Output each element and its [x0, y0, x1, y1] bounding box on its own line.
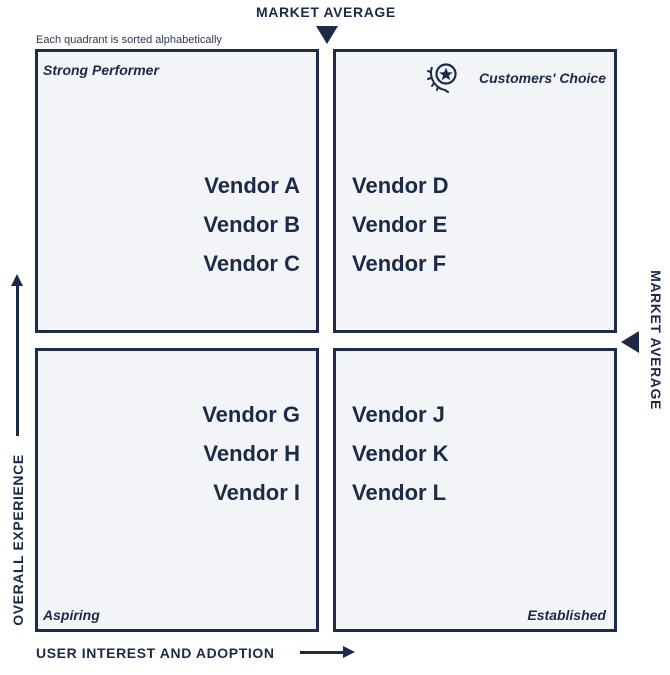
- quadrant-label: Customers' Choice: [478, 70, 606, 86]
- y-axis-arrow-icon: [11, 274, 23, 286]
- vendor-list: Vendor J Vendor K Vendor L: [352, 395, 449, 512]
- quadrant-strong-performer: Strong Performer Vendor A Vendor B Vendo…: [35, 49, 319, 333]
- vendor-name: Vendor A: [204, 173, 300, 198]
- vendor-list: Vendor G Vendor H Vendor I: [202, 395, 300, 512]
- vendor-name: Vendor B: [203, 212, 300, 237]
- vendor-name: Vendor C: [203, 251, 300, 276]
- market-average-right-marker: [621, 331, 639, 353]
- quadrant-aspiring: Vendor G Vendor H Vendor I Aspiring: [35, 348, 319, 632]
- market-average-top-label: MARKET AVERAGE: [256, 4, 396, 20]
- y-axis-label: OVERALL EXPERIENCE: [10, 454, 26, 626]
- y-axis-line: [16, 284, 19, 436]
- sorting-note: Each quadrant is sorted alphabetically: [36, 34, 222, 46]
- x-axis-line: [300, 651, 344, 654]
- quadrant-label: Aspiring: [43, 607, 100, 623]
- vendor-name: Vendor H: [203, 441, 300, 466]
- vendor-list: Vendor D Vendor E Vendor F: [352, 166, 449, 283]
- vendor-name: Vendor I: [213, 480, 300, 505]
- quadrant-customers-choice: Customers' Choice Vendor D Vendor E Vend…: [333, 49, 617, 333]
- vendor-name: Vendor L: [352, 480, 447, 505]
- vendor-name: Vendor K: [352, 441, 449, 466]
- star-laurel-badge-icon: [427, 63, 457, 93]
- vendor-name: Vendor F: [352, 251, 447, 276]
- vendor-name: Vendor J: [352, 402, 445, 427]
- vendor-list: Vendor A Vendor B Vendor C: [203, 166, 300, 283]
- market-average-top-marker: [316, 26, 338, 44]
- vendor-name: Vendor E: [352, 212, 448, 237]
- x-axis-arrow-icon: [343, 646, 355, 658]
- vendor-name: Vendor D: [352, 173, 449, 198]
- vendor-name: Vendor G: [202, 402, 300, 427]
- quadrant-label: Strong Performer: [43, 62, 159, 78]
- quadrant-established: Vendor J Vendor K Vendor L Established: [333, 348, 617, 632]
- market-average-right-label: MARKET AVERAGE: [648, 270, 664, 410]
- x-axis-label: USER INTEREST AND ADOPTION: [36, 645, 275, 661]
- quadrant-label: Established: [527, 607, 606, 623]
